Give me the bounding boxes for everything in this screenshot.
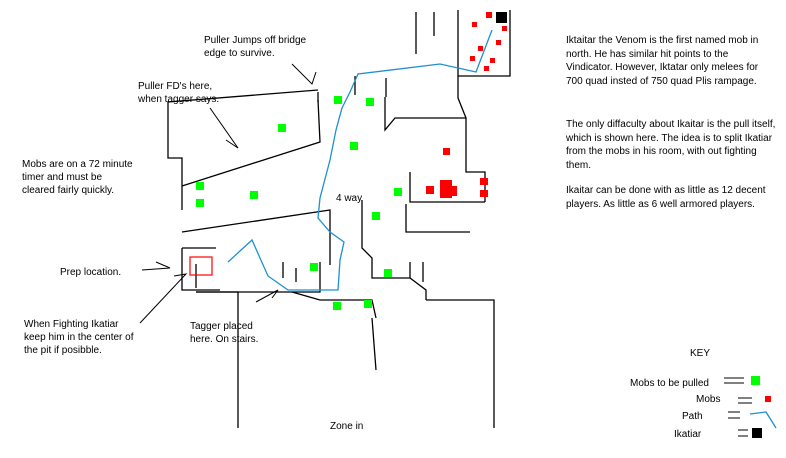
pull-mob [366,98,374,106]
mob [480,178,488,185]
pull-mob [196,199,204,207]
label-prep-location: Prep location. [60,267,122,278]
key-swatch-path [749,411,777,429]
description-p1: Iktaitar the Venom is the first named mo… [566,35,759,87]
mob [480,190,488,197]
key-symbols [724,376,777,438]
pull-mob [394,188,402,196]
mob [490,58,495,63]
key-label-mobs: Mobs [696,394,721,405]
label-zone-in: Zone in [330,421,364,432]
key-label-path: Path [682,411,703,422]
map-walls [167,10,511,428]
mob [443,148,450,155]
annotation-arrows [139,63,317,324]
key-label-pull: Mobs to be pulled [630,378,709,389]
pull-mob [364,300,372,308]
ikatiar-marker [496,12,507,23]
pull-mob [278,124,286,132]
pull-mob [196,182,204,190]
room-mobs [426,12,507,198]
pull-mob [333,302,341,310]
label-when-fighting: When Fighting Ikatiar keep him in the ce… [24,319,134,356]
key-title: KEY [690,348,711,359]
label-tagger-placed: Tagger placed here. On stairs. [190,321,259,345]
mob [426,186,434,194]
prep-box [189,256,213,276]
mob [478,46,483,51]
label-puller-fd: Puller FD's here, when tagger says. [138,81,220,105]
pull-mobs [196,96,402,310]
pull-mob [350,142,358,150]
pull-mob [384,269,392,277]
description-p3: Ikaitar can be done with as little as 12… [566,185,766,210]
label-mobs-timer: Mobs are on a 72 minute timer and must b… [22,159,133,196]
pull-path [227,29,493,291]
key-swatch-ikatiar [752,428,762,438]
label-four-way: 4 way [336,193,363,204]
pull-mob [372,212,380,220]
mob [496,40,501,45]
key-swatch-pull [751,376,760,385]
label-puller-jumps: Puller Jumps off bridge edge to survive. [204,35,307,59]
mob [470,56,475,61]
pull-mob [250,191,258,199]
pull-mob [310,263,318,271]
mob [486,12,492,18]
key-swatch-mob [765,396,771,402]
pull-mob [334,96,342,104]
key-label-ikatiar: Ikatiar [674,429,702,440]
mob [502,26,507,31]
description-p2: The only diffaculty about Ikaitar is the… [566,119,776,171]
mob [484,66,489,71]
mob [449,186,457,196]
mob [472,22,477,27]
